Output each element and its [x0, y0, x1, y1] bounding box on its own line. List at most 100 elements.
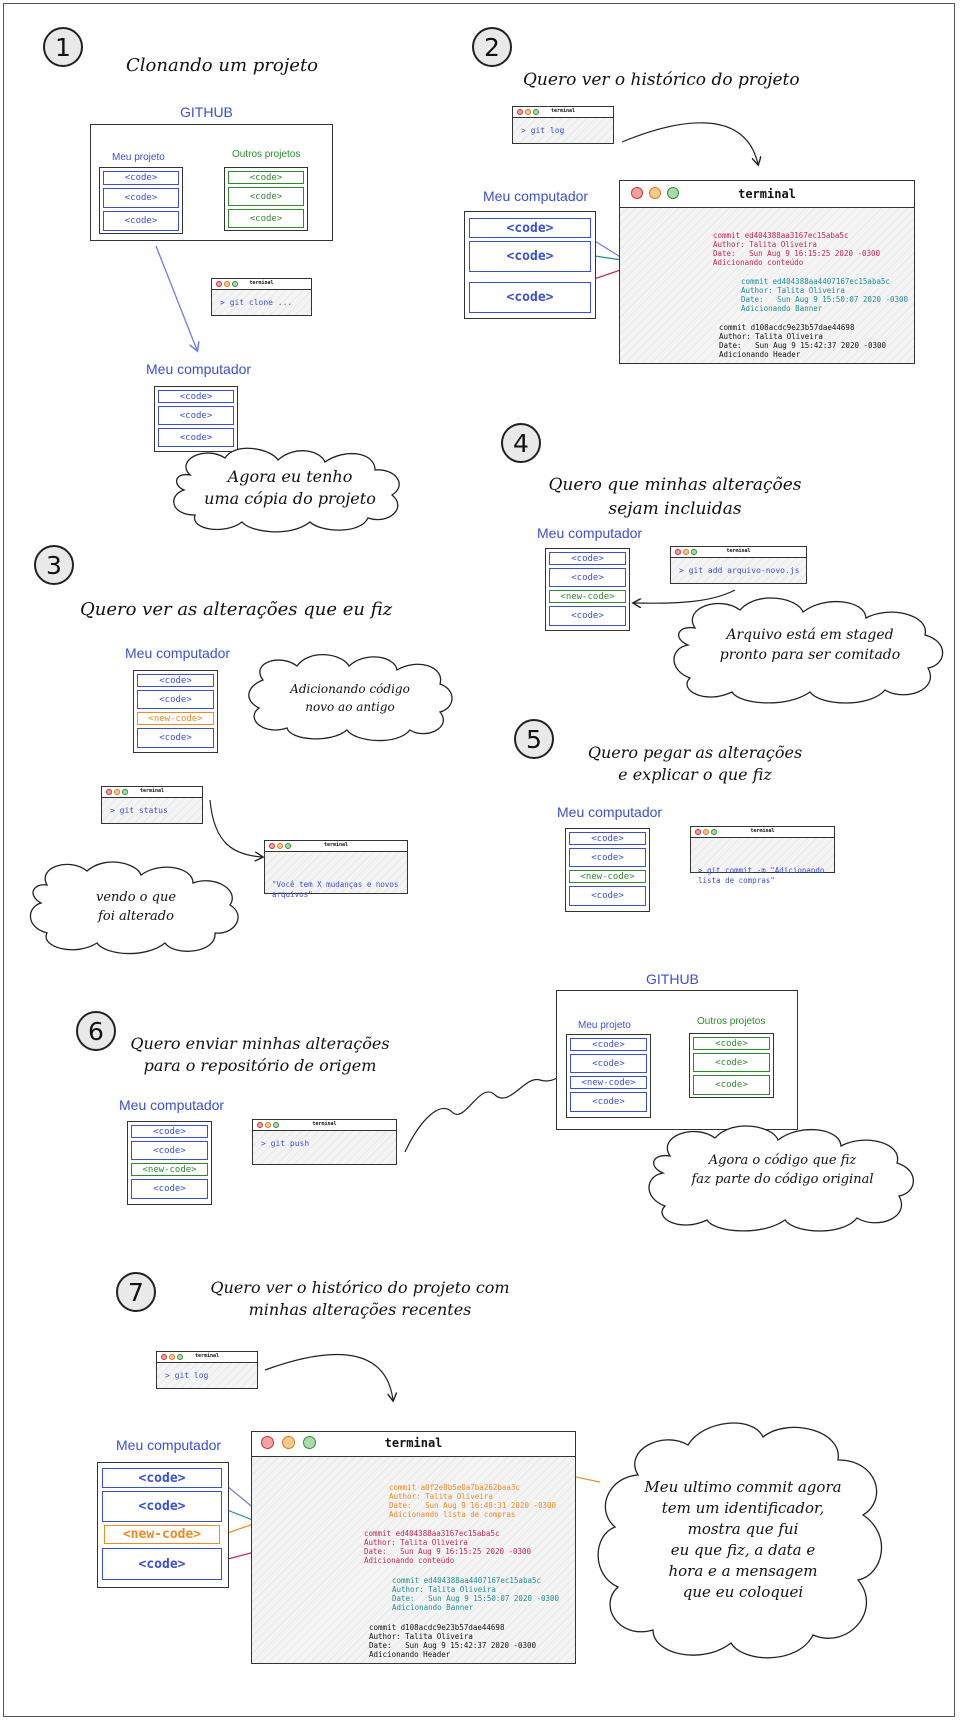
code-file: <code>: [693, 1075, 770, 1095]
terminal-git-clone: terminal > git clone ...: [211, 278, 312, 316]
minimize-dot-icon: [683, 549, 689, 555]
code-file: <code>: [103, 171, 179, 185]
meu-computador-label: Meu computador: [537, 525, 643, 541]
code-file: <code>: [469, 218, 591, 238]
terminal-title: terminal: [323, 842, 349, 848]
terminal-title: terminal: [384, 1436, 443, 1450]
speech-cloud: [29, 861, 239, 955]
new-code-file: <new-code>: [569, 870, 646, 883]
terminal-title: terminal: [550, 108, 576, 114]
minimize-dot-icon: [649, 187, 661, 199]
minimize-dot-icon: [265, 1122, 271, 1128]
speech-cloud: [648, 1125, 914, 1232]
code-file: <code>: [228, 187, 304, 206]
close-dot-icon: [261, 1436, 274, 1449]
terminal-title: terminal: [750, 828, 775, 834]
close-dot-icon: [517, 109, 523, 115]
minimize-dot-icon: [525, 109, 531, 115]
meu-computador-repo: <code> <code> <new-code> <code>: [127, 1121, 212, 1205]
meu-computador-repo: <code> <code> <code>: [154, 386, 238, 452]
terminal-title: terminal: [249, 280, 274, 286]
code-file: <code>: [228, 171, 304, 184]
meu-computador-repo: <code> <code> <new-code> <code>: [97, 1462, 229, 1588]
maximize-dot-icon: [533, 109, 539, 115]
close-dot-icon: [675, 549, 681, 555]
github-label: GITHUB: [180, 104, 233, 120]
speech-cloud: [597, 1422, 883, 1659]
close-dot-icon: [631, 187, 643, 199]
command-text: > git push: [261, 1139, 310, 1148]
minimize-dot-icon: [282, 1436, 295, 1449]
step-3-title: Quero ver as alterações que eu fiz: [80, 599, 393, 620]
new-code-file: <new-code>: [131, 1163, 208, 1176]
maximize-dot-icon: [232, 281, 238, 287]
new-code-file: <new-code>: [104, 1525, 220, 1544]
code-file: <code>: [469, 241, 591, 272]
code-file: <code>: [102, 1468, 222, 1488]
code-file: <code>: [570, 1038, 647, 1051]
code-file: <code>: [137, 690, 214, 709]
new-code-file: <new-code>: [570, 1076, 647, 1089]
maximize-dot-icon: [177, 1354, 183, 1360]
outros-projetos-repo: <code> <code> <code>: [689, 1033, 774, 1098]
code-file: <code>: [549, 606, 626, 626]
github-label: GITHUB: [646, 971, 699, 987]
meu-computador-repo: <code> <code> <new-code> <code>: [565, 828, 650, 912]
speech-cloud: [673, 597, 944, 704]
code-file: <code>: [469, 282, 591, 313]
meu-computador-repo: <code> <code> <new-code> <code>: [545, 548, 630, 631]
new-code-file: <new-code>: [137, 712, 214, 725]
meu-projeto-repo: <code> <code> <new-code> <code>: [566, 1034, 651, 1118]
speech-cloud: [173, 447, 400, 533]
code-file: <code>: [137, 728, 214, 748]
step-2-number: 2: [472, 27, 512, 67]
outros-projetos-label: Outros projetos: [697, 1016, 766, 1027]
code-file: <code>: [570, 1092, 647, 1112]
minimize-dot-icon: [224, 281, 230, 287]
code-file: <code>: [158, 406, 234, 425]
terminal-title: terminal: [738, 187, 796, 201]
terminal-git-status: terminal > git status: [101, 786, 203, 824]
meu-computador-label: Meu computador: [483, 188, 589, 204]
meu-computador-repo: <code> <code> <code>: [464, 211, 596, 319]
close-dot-icon: [106, 789, 112, 795]
code-file: <code>: [103, 211, 179, 231]
code-file: <code>: [570, 1054, 647, 1073]
command-text: > git status: [110, 806, 168, 815]
terminal-git-log: terminal > git log: [156, 1351, 258, 1389]
minimize-dot-icon: [703, 829, 709, 835]
step-5-number: 5: [514, 719, 554, 759]
terminal-log-output: terminal: [619, 180, 915, 364]
command-text: > git add arquivo-novo.js: [679, 566, 800, 575]
speech-cloud: [248, 653, 453, 742]
close-dot-icon: [161, 1354, 167, 1360]
maximize-dot-icon: [285, 843, 291, 849]
step-4-number: 4: [501, 423, 541, 463]
command-text: > git clone ...: [220, 298, 293, 307]
terminal-title: terminal: [194, 1353, 220, 1359]
maximize-dot-icon: [667, 187, 679, 199]
meu-computador-repo: <code> <code> <new-code> <code>: [133, 670, 218, 753]
close-dot-icon: [695, 829, 701, 835]
code-file: <code>: [549, 568, 626, 587]
minimize-dot-icon: [114, 789, 120, 795]
step-7-number: 7: [116, 1272, 156, 1312]
command-text: > git log: [165, 1371, 209, 1380]
terminal-git-push: terminal > git push: [252, 1119, 397, 1165]
close-dot-icon: [216, 281, 222, 287]
code-file: <code>: [549, 552, 626, 565]
code-file: <code>: [693, 1037, 770, 1050]
code-file: <code>: [102, 1491, 222, 1522]
step-3-number: 3: [34, 545, 74, 585]
meu-projeto-repo: <code> <code> <code>: [99, 167, 183, 234]
